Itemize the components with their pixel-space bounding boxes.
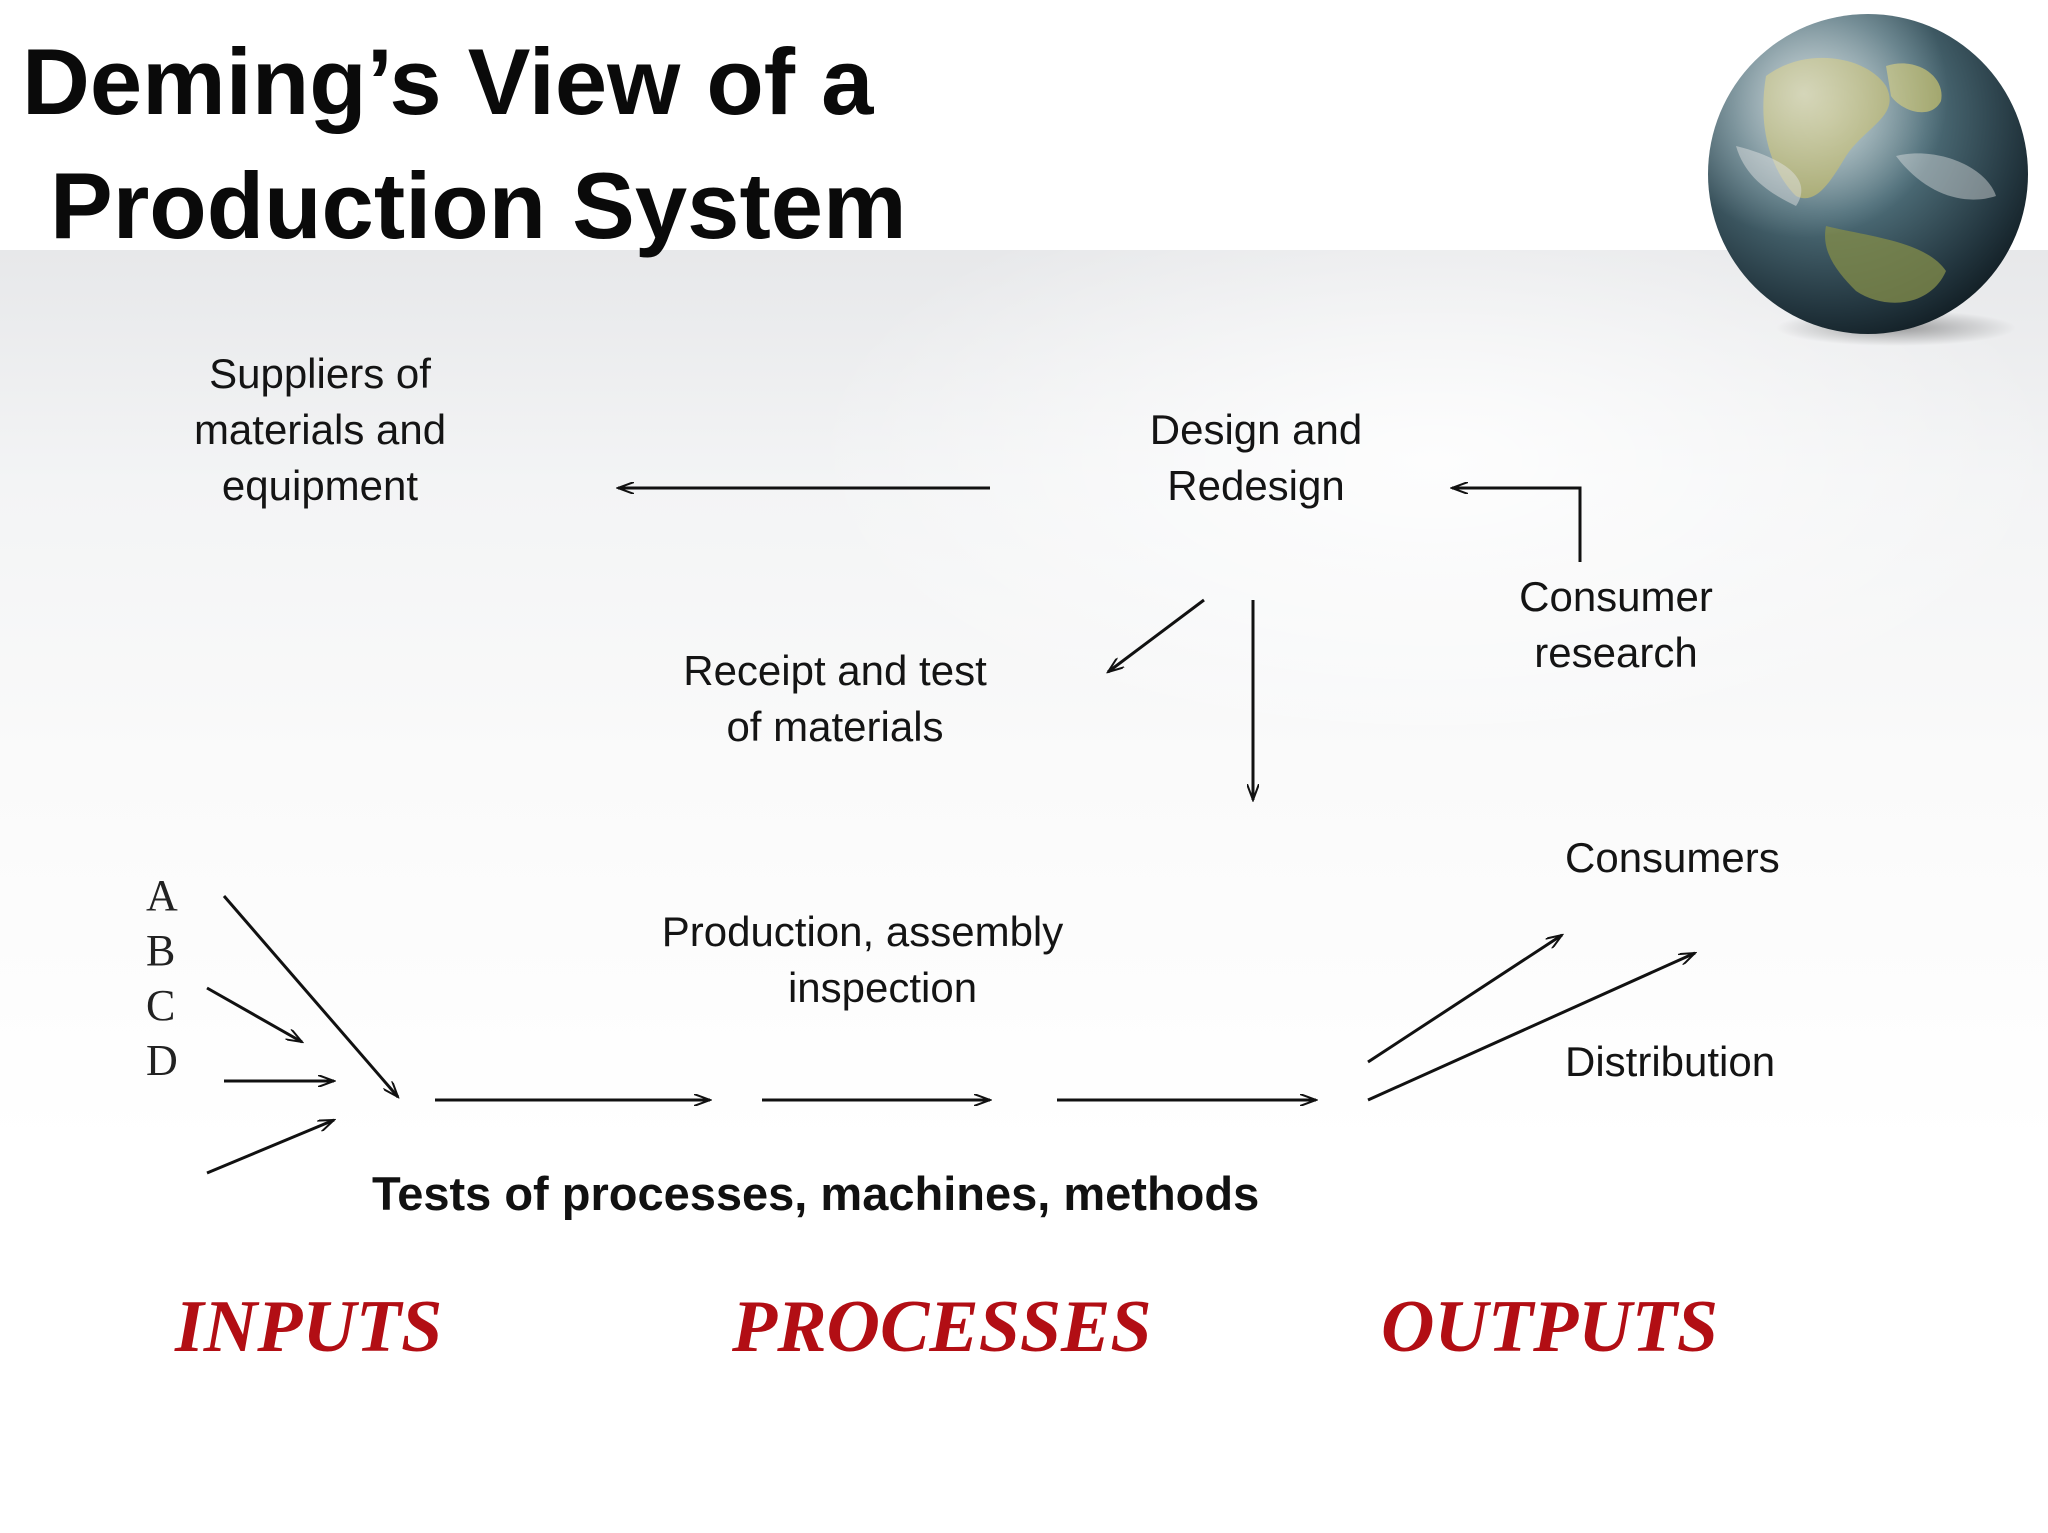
receipt-test-label: Receipt and test of materials xyxy=(650,643,1020,755)
slide-title-line-1: Deming’s View of a xyxy=(22,29,874,134)
section-processes: PROCESSES xyxy=(732,1286,1152,1368)
suppliers-label-line-1: Suppliers of xyxy=(209,350,431,397)
arrow-to-distribution xyxy=(1367,951,1695,1102)
section-outputs: OUTPUTS xyxy=(1381,1286,1719,1368)
production-label: Production, assembly inspection xyxy=(630,904,1095,1016)
input-letter-a: A xyxy=(146,871,178,920)
consumer-research-line-1: Consumer xyxy=(1519,573,1713,620)
consumer-research-line-2: research xyxy=(1534,629,1698,676)
slide-title: Deming’s View of a Production System xyxy=(22,20,907,268)
input-letter-d: D xyxy=(146,1036,178,1085)
input-letters: A B C D xyxy=(146,868,178,1088)
design-label-line-1: Design and xyxy=(1149,406,1363,453)
globe-icon xyxy=(1708,14,2028,346)
input-letter-b: B xyxy=(146,926,176,975)
arrow-design-to-receipt xyxy=(1108,598,1205,672)
suppliers-label-line-2: materials and xyxy=(193,406,447,453)
receipt-label-line-2: of materials xyxy=(726,703,944,750)
suppliers-label-line-3: equipment xyxy=(221,462,419,509)
tests-caption: Tests of processes, machines, methods xyxy=(372,1167,1260,1220)
arrow-research-to-design xyxy=(1452,488,1582,562)
production-label-line-1: Production, assembly xyxy=(661,908,1064,955)
arrow-to-consumers xyxy=(1367,935,1562,1064)
distribution-label: Distribution xyxy=(1565,1034,1775,1090)
receipt-label-line-1: Receipt and test xyxy=(683,647,987,694)
slide-background-sheen xyxy=(0,250,2048,950)
design-redesign-label: Design and Redesign xyxy=(1106,402,1406,514)
design-label-line-2: Redesign xyxy=(1167,462,1345,509)
suppliers-label: Suppliers of materials and equipment xyxy=(170,346,470,514)
section-inputs: INPUTS xyxy=(175,1286,443,1368)
slide-title-line-2: Production System xyxy=(50,153,907,258)
consumers-label: Consumers xyxy=(1565,830,1780,886)
arrow-input-b xyxy=(206,986,302,1042)
consumer-research-label: Consumer research xyxy=(1476,569,1756,681)
arrow-input-d xyxy=(206,1118,334,1175)
input-letter-c: C xyxy=(146,981,176,1030)
production-label-line-2: inspection xyxy=(787,964,978,1011)
distribution-label-text: Distribution xyxy=(1565,1038,1776,1085)
consumers-label-text: Consumers xyxy=(1565,834,1780,881)
arrow-input-a xyxy=(222,895,398,1097)
